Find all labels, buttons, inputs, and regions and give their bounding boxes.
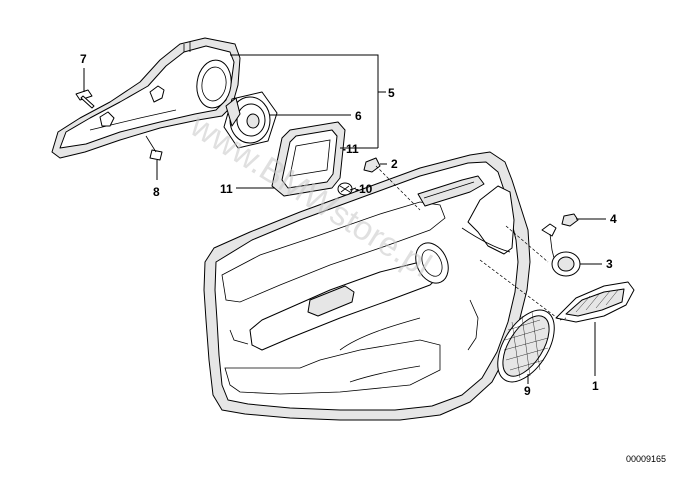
clip-2 bbox=[363, 157, 381, 173]
callout-2: 2 bbox=[391, 157, 398, 171]
callout-3: 3 bbox=[606, 257, 613, 271]
callout-11-lower: 11 bbox=[220, 182, 233, 196]
speaker-frame bbox=[271, 121, 346, 197]
callout-10: -10 bbox=[355, 182, 373, 196]
assembly-lines bbox=[375, 165, 567, 321]
callout-8: 8 bbox=[153, 185, 160, 199]
clip-4 bbox=[561, 213, 579, 227]
screw-7 bbox=[75, 89, 95, 109]
callout-9: 9 bbox=[524, 384, 531, 398]
callout-5: 5 bbox=[388, 86, 395, 100]
diagram-reference-number: 00009165 bbox=[626, 454, 666, 464]
callout-4: 4 bbox=[610, 212, 617, 226]
tweeter bbox=[541, 223, 581, 277]
callout-7: 7 bbox=[80, 52, 87, 66]
speaker-grille-9 bbox=[497, 309, 555, 383]
callout-1: 1 bbox=[592, 379, 599, 393]
tweeter-grille-1 bbox=[555, 281, 635, 323]
speaker-housing-bracket bbox=[51, 37, 241, 159]
callout-11-upper: -11 bbox=[342, 142, 359, 156]
leader-lines bbox=[83, 54, 606, 384]
screw-8 bbox=[145, 135, 163, 161]
door-trim-panel bbox=[203, 151, 531, 421]
loudspeaker bbox=[223, 91, 278, 149]
callout-6: 6 bbox=[355, 109, 362, 123]
